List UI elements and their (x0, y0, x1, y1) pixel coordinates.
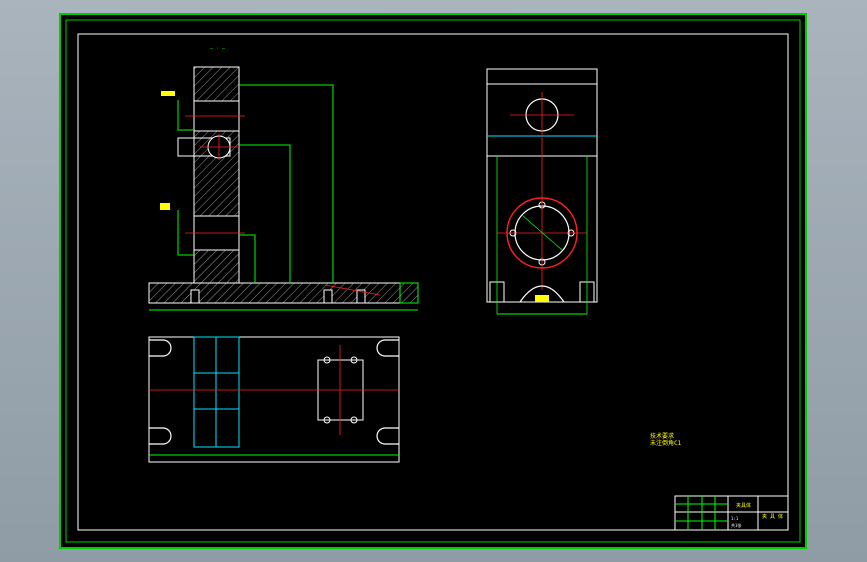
dim-height-3 (239, 234, 256, 283)
dim-right-box (399, 282, 419, 304)
dim-height-1 (239, 84, 334, 283)
title-drawing-name: 夹具体 (736, 502, 751, 509)
title-sheet: 共1张 (731, 522, 741, 528)
slot-top-right (376, 339, 399, 357)
slot-bottom-left (149, 427, 172, 445)
base-centerline (324, 284, 381, 296)
outer-border (65, 19, 801, 543)
side-base-notch (519, 285, 565, 303)
side-key (535, 295, 549, 302)
base-plate (148, 282, 419, 304)
dim-left-1 (177, 100, 194, 131)
slot-bottom-right (376, 427, 399, 445)
pattern-hole-4 (350, 416, 358, 424)
top-label: — · — (210, 46, 226, 52)
base-bolt-3 (356, 289, 366, 304)
slot-top-left (149, 339, 172, 357)
title-right: 夹 具 体 (762, 513, 783, 520)
title-scale: 1:1 (731, 516, 739, 521)
base-bolt-1 (190, 289, 200, 304)
note-technical-2: 未注倒角C1 (650, 439, 682, 447)
pattern-hole-1 (323, 356, 331, 364)
pattern-hole-2 (350, 356, 358, 364)
top-view (148, 336, 400, 463)
side-leader (521, 214, 563, 251)
top-view-outline (148, 336, 400, 463)
title-block-frame (674, 495, 789, 531)
leader-tag-2 (160, 203, 170, 210)
base-bolt-2 (323, 289, 333, 304)
inner-border (77, 33, 789, 531)
title-block: 夹具体 夹 具 体 1:1 共1张 (674, 495, 789, 531)
column (193, 66, 240, 284)
note-technical-1: 技术要求 (650, 432, 674, 440)
front-section-view: — · — (148, 46, 419, 311)
pattern-hole-3 (323, 416, 331, 424)
dim-height-2 (239, 144, 291, 283)
dim-left-2 (177, 210, 194, 256)
side-view (486, 68, 598, 315)
sheet-background (59, 13, 807, 549)
leader-tag-1 (161, 91, 175, 96)
